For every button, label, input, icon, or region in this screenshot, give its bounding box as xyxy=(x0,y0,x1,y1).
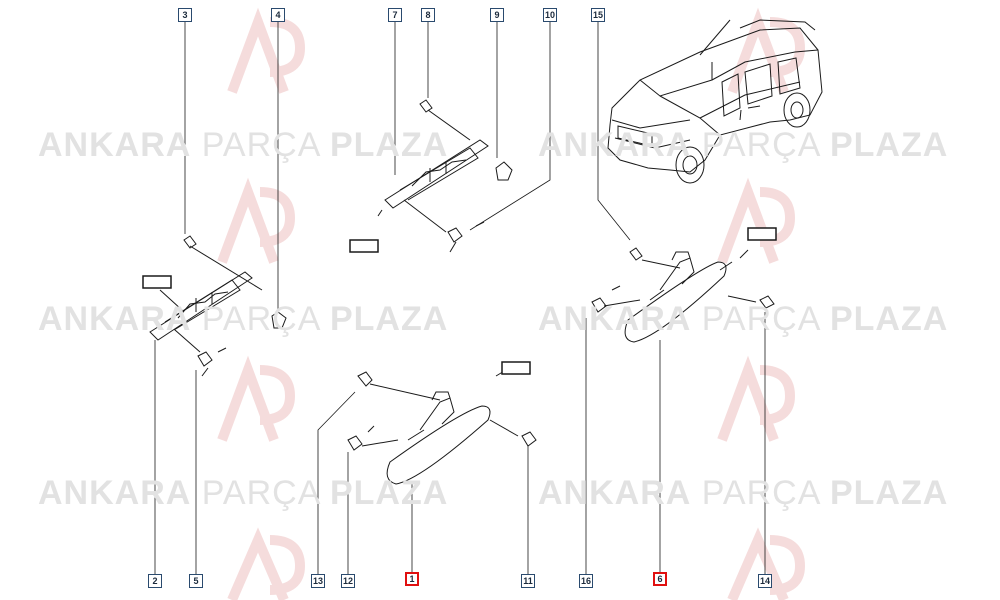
callout-10[interactable]: 10 xyxy=(543,8,557,22)
watermark-text: ANKARA PARÇA PLAZA xyxy=(38,300,448,339)
watermark-logo xyxy=(217,177,296,264)
callout-13[interactable]: 13 xyxy=(311,574,325,588)
callout-1-highlighted[interactable]: 1 xyxy=(405,572,419,586)
watermark-logo xyxy=(727,527,806,600)
watermark-logo xyxy=(227,7,306,94)
callout-15[interactable]: 15 xyxy=(591,8,605,22)
callout-11[interactable]: 11 xyxy=(521,574,535,588)
clip-placeholder xyxy=(501,361,531,375)
handle-assembly-left xyxy=(149,235,287,377)
watermark-logo xyxy=(727,7,806,94)
watermark-word: ANKARA xyxy=(538,474,692,512)
watermark-word: PLAZA xyxy=(829,126,949,164)
callout-8[interactable]: 8 xyxy=(421,8,435,22)
clip-placeholder xyxy=(142,275,172,289)
watermark-word: PARÇA xyxy=(201,474,320,512)
watermark-word: PARÇA xyxy=(701,300,820,338)
watermark-word: ANKARA xyxy=(538,300,692,338)
watermark-word: ANKARA xyxy=(38,474,192,512)
callout-5[interactable]: 5 xyxy=(189,574,203,588)
handle-assembly-right xyxy=(591,247,775,343)
watermark-word: ANKARA xyxy=(38,126,192,164)
watermark-logo xyxy=(717,177,796,264)
watermark-word: PLAZA xyxy=(329,300,449,338)
watermark-word: PARÇA xyxy=(701,474,820,512)
watermark-word: ANKARA xyxy=(538,126,692,164)
watermark-word: PARÇA xyxy=(201,300,320,338)
callout-9[interactable]: 9 xyxy=(490,8,504,22)
callout-7[interactable]: 7 xyxy=(388,8,402,22)
watermark-text: ANKARA PARÇA PLAZA xyxy=(538,126,948,165)
watermark-logo xyxy=(227,527,306,600)
watermark-word: PARÇA xyxy=(201,126,320,164)
callout-14[interactable]: 14 xyxy=(758,574,772,588)
watermark-word: PLAZA xyxy=(329,126,449,164)
callout-12[interactable]: 12 xyxy=(341,574,355,588)
clip-placeholder xyxy=(747,227,777,241)
callout-6-highlighted[interactable]: 6 xyxy=(653,572,667,586)
watermark-word: PLAZA xyxy=(829,300,949,338)
callout-16[interactable]: 16 xyxy=(579,574,593,588)
watermark-logo xyxy=(217,355,296,442)
watermark-word: PARÇA xyxy=(701,126,820,164)
watermark-text: ANKARA PARÇA PLAZA xyxy=(38,126,448,165)
watermark-word: ANKARA xyxy=(38,300,192,338)
clip-placeholder xyxy=(349,239,379,253)
watermark-text: ANKARA PARÇA PLAZA xyxy=(538,300,948,339)
callout-2[interactable]: 2 xyxy=(148,574,162,588)
callout-4[interactable]: 4 xyxy=(271,8,285,22)
watermark-text: ANKARA PARÇA PLAZA xyxy=(38,474,448,513)
handle-assembly-center xyxy=(377,99,513,253)
callout-3[interactable]: 3 xyxy=(178,8,192,22)
watermark-text: ANKARA PARÇA PLAZA xyxy=(538,474,948,513)
watermark-word: PLAZA xyxy=(329,474,449,512)
watermark-word: PLAZA xyxy=(829,474,949,512)
handle-assembly-lower xyxy=(347,369,537,485)
watermark-logo xyxy=(717,355,796,442)
car-illustration xyxy=(607,19,823,184)
leader-lines xyxy=(154,22,766,574)
